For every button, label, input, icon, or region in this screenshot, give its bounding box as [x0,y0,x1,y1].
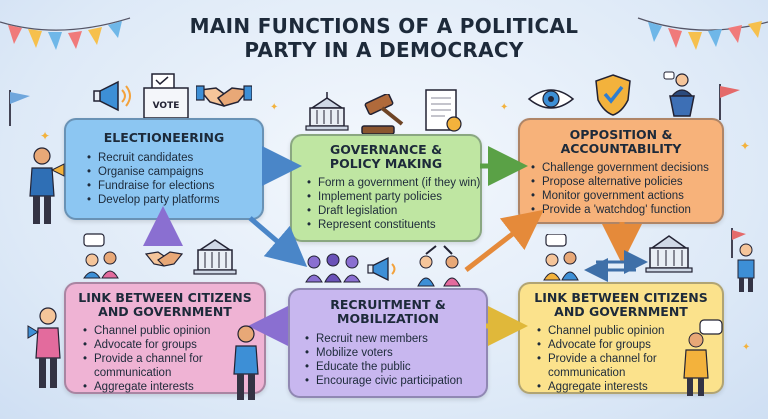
list-item: Advocate for groups [82,338,242,352]
governance-heading-1: GOVERNANCE & [330,142,442,157]
svg-text:✦: ✦ [742,342,750,353]
list-item: Develop party platforms [86,193,262,207]
person-with-speech-icon [683,319,723,396]
link-citizens-box-right: LINK BETWEEN CITIZENS AND GOVERNMENT Cha… [518,282,724,394]
governance-box: GOVERNANCE & POLICY MAKING Form a govern… [290,134,482,242]
link-left-heading-1: LINK BETWEEN CITIZENS [78,290,252,305]
svg-text:✦: ✦ [740,139,750,153]
link-right-heading-1: LINK BETWEEN CITIZENS [534,290,708,305]
person-icon [233,325,259,400]
recruitment-box: RECRUITMENT & MOBILIZATION Recruit new m… [288,288,488,398]
people-group-icon [305,253,361,283]
list-item: Represent constituents [306,218,480,232]
list-item: Provide a channel for communication [536,352,686,380]
link-right-list: Channel public opinion Advocate for grou… [536,324,686,394]
list-item: Draft legislation [306,204,480,218]
list-item: Mobilize voters [304,346,486,360]
arrow-rec-to-opp [464,209,544,272]
person-with-megaphone-icon [29,147,65,224]
flag-icon [719,84,740,120]
list-item: Channel public opinion [82,324,242,338]
electioneering-box: ELECTIONEERING Recruit candidates Organi… [64,118,264,220]
ballot-box-icon: VOTE [143,73,189,119]
podium-speaker-icon [663,71,695,117]
people-group-icon [83,233,119,279]
capitol-building-icon [645,235,693,273]
svg-text:✦: ✦ [500,102,508,113]
list-item: Aggregate interests [536,380,686,394]
electioneering-heading: ELECTIONEERING [103,130,225,145]
recruitment-heading-1: RECRUITMENT & [330,297,446,312]
list-item: Monitor government actions [530,189,722,203]
list-item: Propose alternative policies [530,175,722,189]
megaphone-icon [367,256,396,282]
gavel-icon [361,94,404,135]
shield-check-icon [595,74,631,116]
people-group-icon [417,245,461,287]
person-with-flag-icon [731,228,755,292]
link-right-heading-2: AND GOVERNMENT [554,304,688,319]
svg-text:✦: ✦ [270,102,278,113]
list-item: Form a government (if they win) [306,176,480,190]
electioneering-list: Recruit candidates Organise campaigns Fu… [86,151,262,207]
recruitment-heading-2: MOBILIZATION [337,311,439,326]
link-left-heading-2: AND GOVERNMENT [98,304,232,319]
list-item: Implement party policies [306,190,480,204]
opposition-heading-1: OPPOSITION & [569,127,673,142]
handshake-icon [144,251,184,267]
list-item: Fundraise for elections [86,179,262,193]
governance-heading-2: POLICY MAKING [329,156,443,171]
title-line-1: MAIN FUNCTIONS OF A POLITICAL [189,14,579,38]
person-with-megaphone-icon [27,307,61,388]
handshake-icon [196,85,252,107]
list-item: Aggregate interests [82,380,242,394]
vote-box-label: VOTE [153,101,180,111]
eye-icon [527,89,575,109]
list-item: Organise campaigns [86,165,262,179]
list-item: Channel public opinion [536,324,686,338]
document-icon [425,89,462,132]
list-item: Educate the public [304,360,486,374]
list-item: Advocate for groups [536,338,686,352]
recruitment-list: Recruit new members Mobilize voters Educ… [304,332,486,388]
link-citizens-box-left: LINK BETWEEN CITIZENS AND GOVERNMENT Cha… [64,282,266,394]
capitol-building-icon [193,239,237,275]
title-line-2: PARTY IN A DEMOCRACY [244,38,524,62]
opposition-heading-2: ACCOUNTABILITY [560,141,682,156]
list-item: Recruit candidates [86,151,262,165]
list-item: Encourage civic participation [304,374,486,388]
arrow-elec-to-rec [248,216,308,268]
list-item: Recruit new members [304,332,486,346]
capitol-building-icon [305,92,349,131]
people-group-icon [543,234,579,281]
page-title: MAIN FUNCTIONS OF A POLITICAL PARTY IN A… [120,14,648,62]
governance-list: Form a government (if they win) Implemen… [306,176,480,232]
list-item: Challenge government decisions [530,161,722,175]
link-left-list: Channel public opinion Advocate for grou… [82,324,242,394]
list-item: Provide a channel for communication [82,352,242,380]
megaphone-icon [93,80,131,112]
flag-icon [9,90,30,126]
svg-text:✦: ✦ [40,129,50,143]
